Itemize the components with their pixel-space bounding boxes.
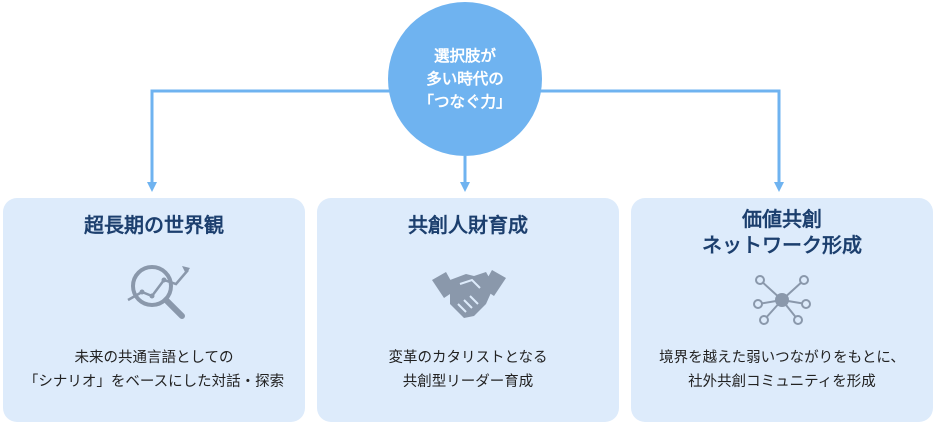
card-description: 境界を越えた弱いつながりをもとに、 社外共創コミュニティを形成 (631, 346, 933, 394)
card-desc-line: 社外共創コミュニティを形成 (688, 374, 876, 390)
arrow-left (147, 89, 392, 192)
card-title: 価値共創 ネットワーク形成 (631, 206, 933, 258)
center-line: 選択肢が (433, 46, 496, 65)
card-title-line: ネットワーク形成 (702, 233, 862, 257)
card-title-line: 価値共創 (742, 207, 822, 231)
arrow-right (538, 89, 784, 192)
card-long-term-worldview: 超長期の世界観 未来の共通言語としての 「シナリオ」をベースにした対話・探索 (3, 198, 305, 422)
card-desc-line: 「シナリオ」をベースにした対話・探索 (23, 374, 285, 390)
card-description: 変革のカタリストとなる 共創型リーダー育成 (317, 346, 619, 394)
center-line: 「つなぐ力」 (418, 92, 512, 111)
card-title-line: 超長期の世界観 (84, 213, 224, 237)
card-desc-line: 未来の共通言語としての (74, 350, 234, 366)
card-title: 共創人財育成 (317, 212, 619, 238)
card-value-network: 価値共創 ネットワーク形成 境界を越えた弱いつながりをもとに、 社外共創コミュニ… (631, 198, 933, 422)
card-co-creation-talent: 共創人財育成 変革のカタリストとなる 共創型リーダー育成 (317, 198, 619, 422)
card-desc-line: 共創型リーダー育成 (402, 374, 534, 390)
card-title-line: 共創人財育成 (408, 213, 528, 237)
handshake-icon (432, 270, 506, 318)
center-concept-circle: 選択肢が 多い時代の 「つなぐ力」 (388, 2, 542, 156)
card-desc-line: 変革のカタリストとなる (388, 350, 548, 366)
center-line: 多い時代の (426, 69, 504, 88)
card-description: 未来の共通言語としての 「シナリオ」をベースにした対話・探索 (3, 346, 305, 394)
card-title: 超長期の世界観 (3, 212, 305, 238)
card-desc-line: 境界を越えた弱いつながりをもとに、 (659, 350, 905, 366)
network-icon (753, 275, 811, 325)
magnifier-chart-icon (127, 265, 190, 319)
